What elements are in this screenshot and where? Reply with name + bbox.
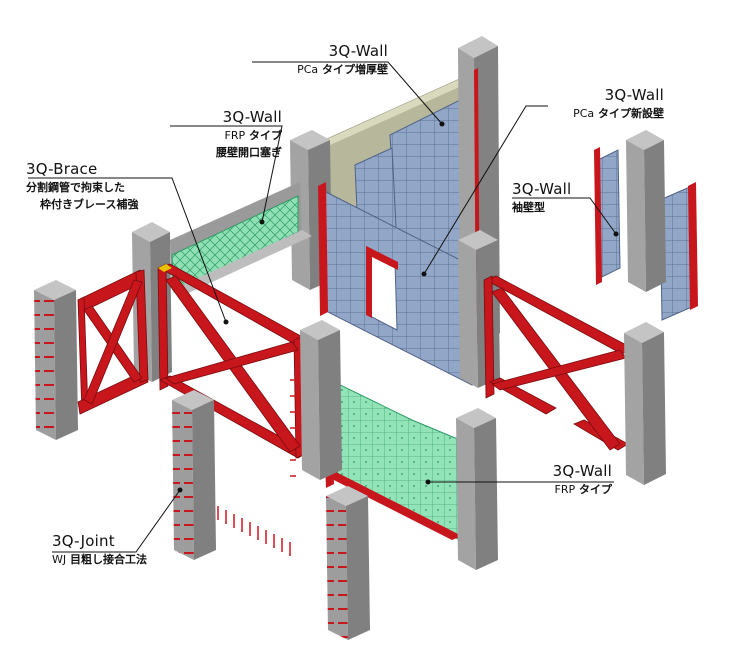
label-title: 3Q-Brace	[26, 160, 98, 178]
label-subtitle: 袖壁型	[512, 201, 545, 214]
steel-brace-frame-right	[483, 275, 633, 451]
label-subtitle: 分割鋼管で拘束した	[26, 181, 125, 194]
column-front-center	[300, 320, 342, 480]
label-title: 3Q-Wall	[328, 42, 388, 60]
frp-waist-wall	[170, 182, 312, 296]
label-frp-waist-wall: 3Q-Wall FRP タイプ 腰壁開口塞ぎ	[170, 108, 282, 160]
label-frp-wall: 3Q-Wall FRP タイプ	[516, 462, 612, 497]
steel-brace-frame-left	[77, 269, 149, 415]
label-new-wall: 3Q-Wall PCa タイプ新設壁	[528, 86, 664, 121]
pca-new-wall	[318, 182, 473, 386]
label-subtitle: FRP タイプ	[224, 129, 282, 142]
label-subtitle: WJ 目粗し接合工法	[52, 553, 147, 566]
label-wing-wall: 3Q-Wall 袖壁型	[512, 180, 592, 215]
joint-column-bottom	[326, 486, 370, 640]
leader-lines	[28, 61, 619, 553]
label-joint: 3Q-Joint WJ 目粗し接合工法	[52, 532, 192, 567]
label-title: 3Q-Wall	[552, 462, 612, 480]
label-subtitle-2: 枠付きブレース補強	[40, 198, 139, 211]
column-front-right	[456, 408, 498, 570]
label-subtitle: FRP タイプ	[554, 483, 612, 496]
label-title: 3Q-Wall	[222, 108, 282, 126]
column-right	[624, 322, 666, 485]
label-wall-thickening: 3Q-Wall PCa タイプ増厚壁	[262, 42, 388, 77]
label-subtitle: PCa タイプ増厚壁	[297, 63, 388, 76]
joint-column-front	[172, 390, 216, 560]
label-title: 3Q-Wall	[512, 180, 572, 198]
label-subtitle: PCa タイプ新設壁	[573, 107, 664, 120]
label-brace: 3Q-Brace 分割鋼管で拘束した 枠付きブレース補強	[26, 160, 176, 212]
label-title: 3Q-Joint	[52, 532, 115, 550]
label-title: 3Q-Wall	[604, 86, 664, 104]
label-subtitle-2: 腰壁開口塞ぎ	[216, 146, 282, 159]
joint-dowels	[217, 379, 296, 556]
joint-column-left	[34, 280, 78, 440]
wing-wall-assembly	[594, 130, 698, 321]
